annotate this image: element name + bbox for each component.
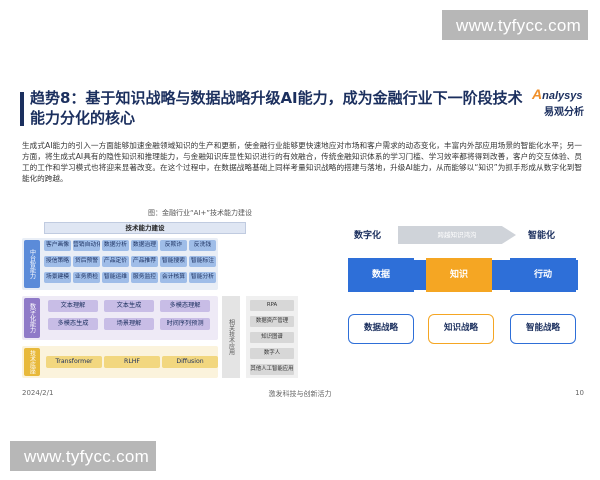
capability-chip: 客户画像 <box>44 240 71 251</box>
capability-chip: 智能标注 <box>189 256 216 267</box>
foundation-chip: Transformer <box>46 356 102 368</box>
capability-chip: 营销自动化 <box>73 240 100 251</box>
flow-label-intelligent: 智能化 <box>528 231 556 241</box>
digital-chip: 场景理解 <box>104 318 154 330</box>
flow-box-data: 数据 <box>348 258 414 292</box>
digital-chip: 文本生成 <box>104 300 154 312</box>
footer-slogan: 激发科技与创新活力 <box>268 390 332 398</box>
capability-chip: 场景建模 <box>44 272 71 283</box>
capability-chip: 贷后预警 <box>73 256 100 267</box>
capability-chip: 智能分析 <box>189 272 216 283</box>
watermark-top: www.tyfycc.com <box>442 10 588 40</box>
figure-caption: 图：金融行业“AI+”技术能力建设 <box>148 209 252 217</box>
foundation-chip: Diffusion <box>162 356 218 368</box>
body-paragraph: 生成式AI能力的引入一方面能够加速金融领域知识的生产和更新，使金融行业能够更快速… <box>22 141 582 183</box>
flow-box-knowledge: 知识 <box>426 258 492 292</box>
watermark-bottom: www.tyfycc.com <box>10 441 156 471</box>
band-label-1: 中台智能力 <box>24 240 40 288</box>
brand-logo: Analysys 易观分析 <box>532 86 592 120</box>
logo-text-cn: 易观分析 <box>544 107 584 118</box>
knowledge-flow-diagram: 数字化 跨越知识鸿沟 智能化 数据 知识 行动 数据战略 知识战略 智能战略 <box>340 222 585 372</box>
capability-chip: 数据分析 <box>102 240 129 251</box>
related-tech-list: RPA 数据资产管理知识图谱数字人其他人工智能应用 <box>246 296 298 378</box>
logo-text-en: nalysys <box>542 90 583 102</box>
related-tech-item: 其他人工智能应用 <box>250 364 294 375</box>
capability-chip: 业务质检 <box>73 272 100 283</box>
flow-box-action: 行动 <box>510 258 576 292</box>
flow-label-digital: 数字化 <box>354 231 382 241</box>
related-tech-item: 知识图谱 <box>250 332 294 343</box>
digital-chip: 多模态理解 <box>160 300 210 312</box>
footer-date: 2024/2/1 <box>22 389 54 397</box>
related-tech-item: 数字人 <box>250 348 294 359</box>
related-tech-item: 数据资产管理 <box>250 316 294 327</box>
band-label-3: 技术底座 <box>24 348 40 376</box>
capability-chip: 产品推荐 <box>131 256 158 267</box>
capability-chip: 反欺诈 <box>160 240 187 251</box>
related-tech-label: 相关技术应用 <box>222 296 240 378</box>
related-tech-item: RPA <box>250 300 294 311</box>
capability-chip: 数据治理 <box>131 240 158 251</box>
digital-chip: 文本理解 <box>48 300 98 312</box>
digital-chip: 多模态生成 <box>48 318 98 330</box>
strategy-knowledge: 知识战略 <box>428 314 494 344</box>
capability-chip: 会计核算 <box>160 272 187 283</box>
strategy-intelligent: 智能战略 <box>510 314 576 344</box>
capability-chip: 智能运维 <box>102 272 129 283</box>
capability-header: 技术能力建设 <box>44 222 246 234</box>
logo-mark: A <box>532 86 543 102</box>
capability-chip: 产品定价 <box>102 256 129 267</box>
band-label-2: 数字化能力 <box>24 298 40 338</box>
flow-bridge-arrow: 跨越知识鸿沟 <box>398 226 516 244</box>
strategy-data: 数据战略 <box>348 314 414 344</box>
page-title: 趋势8：基于知识战略与数据战略升级AI能力，成为金融行业下一阶段技术能力分化的核… <box>30 89 523 127</box>
digital-chip: 时间序列预测 <box>160 318 210 330</box>
page-number: 10 <box>575 389 584 397</box>
capability-diagram: 技术能力建设 中台智能力 数字化能力 技术底座 客户画像营销自动化数据分析数据治… <box>22 222 298 382</box>
capability-chip: 服务监控 <box>131 272 158 283</box>
capability-chip: 智能搜索 <box>160 256 187 267</box>
title-accent-bar <box>20 92 24 126</box>
capability-chip: 反洗钱 <box>189 240 216 251</box>
foundation-chip: RLHF <box>104 356 160 368</box>
capability-chip: 授信策略 <box>44 256 71 267</box>
